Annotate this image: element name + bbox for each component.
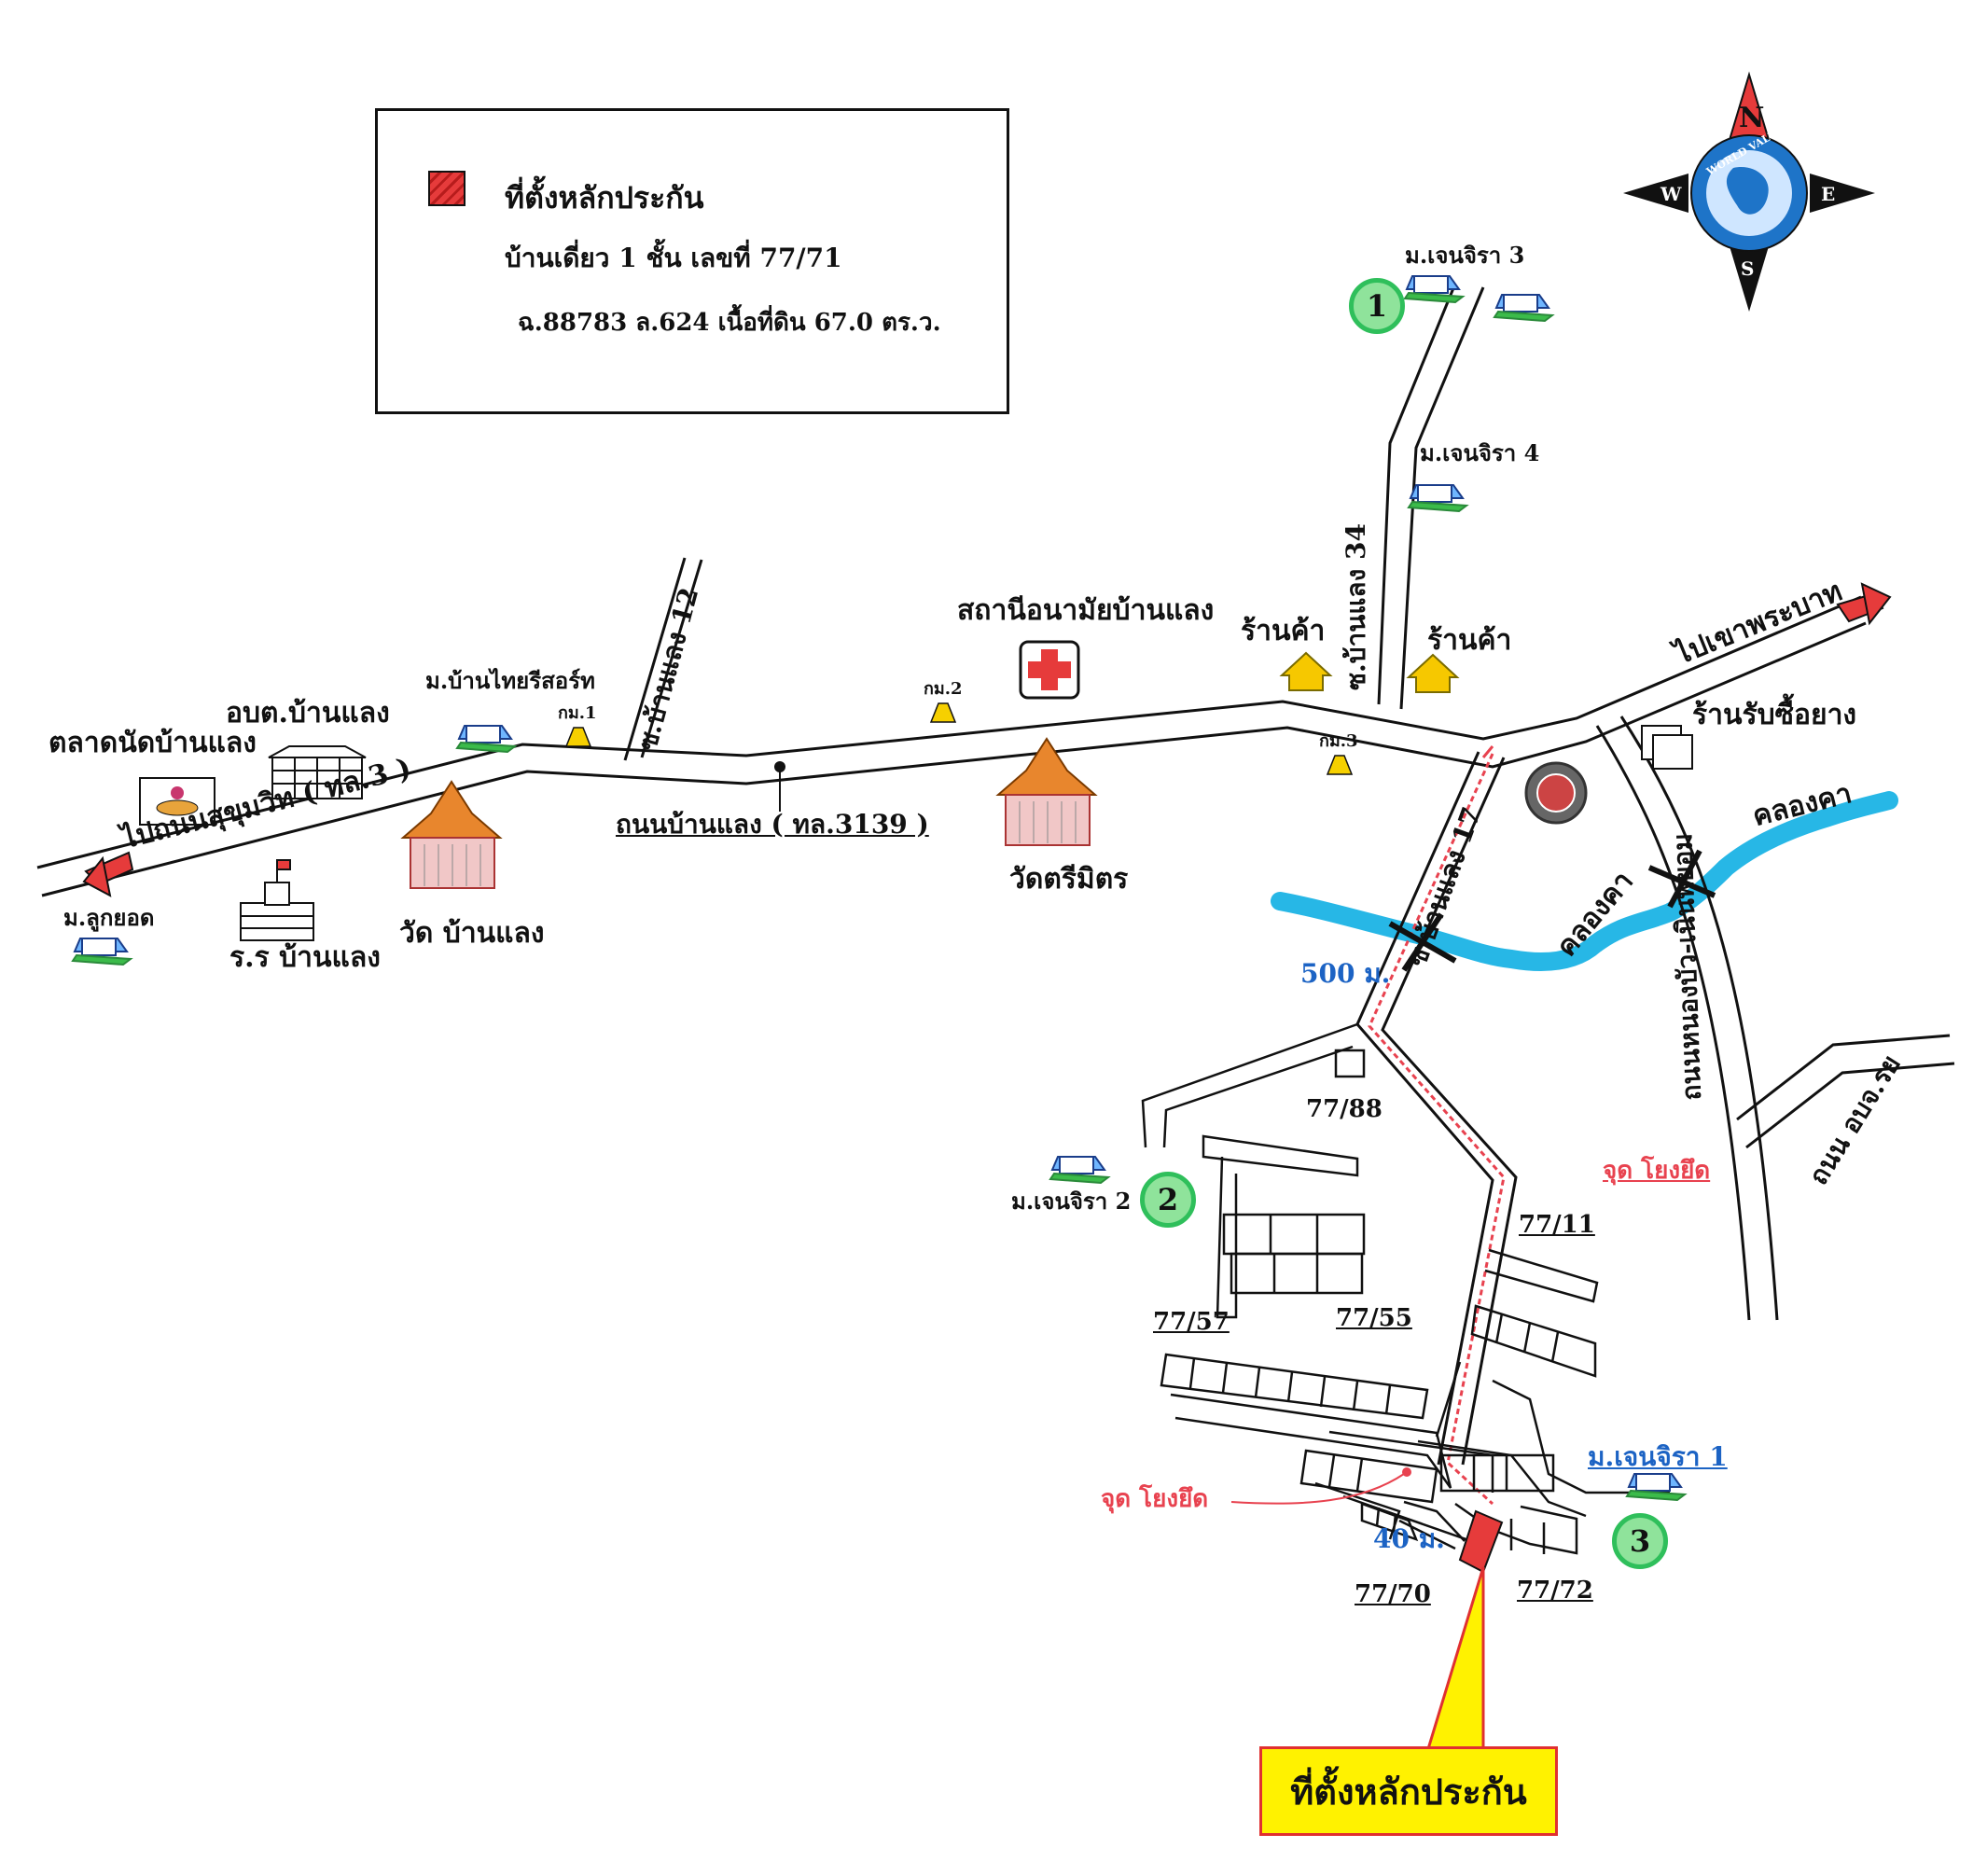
legend-house-info: บ้านเดี่ยว 1 ชั้น เลขที่ 77/71 (505, 243, 842, 273)
roundabout-emblem (1524, 761, 1588, 825)
property-77-71 (1458, 1509, 1504, 1574)
rubber-shop-icon (1641, 725, 1693, 770)
callout-pointer (1424, 1566, 1485, 1754)
plot-77-57-label: 77/57 (1153, 1308, 1230, 1336)
temple-ban-laeng-icon (400, 780, 503, 889)
village-jenjira4-label: ม.เจนจิรา 4 (1420, 439, 1540, 466)
subdivision-east (1360, 1248, 1670, 1555)
road-nongbua-noenphayom (1595, 716, 1779, 1321)
village-jenjira3-label: ม.เจนจิรา 3 (1405, 242, 1525, 269)
marker-1: 1 (1349, 278, 1405, 334)
map-legend: ที่ตั้งหลักประกัน บ้านเดี่ยว 1 ชั้น เลขท… (375, 108, 1009, 414)
reference-point-label-1: จุด โยงยึด (1603, 1157, 1711, 1185)
km1-label: กม.1 (558, 703, 597, 723)
reference-point-label-2: จุด โยงยึด (1101, 1485, 1209, 1513)
reference-point-marker (1230, 745, 1494, 1505)
shop-1-label: ร้านค้า (1241, 615, 1326, 647)
soi-34-label: ซ.บ้านแลง 34 (1341, 523, 1371, 690)
rubber-shop-label: ร้านรับซื้อยาง (1692, 699, 1857, 731)
market-icon (139, 777, 215, 826)
road-obchor (1736, 1034, 1955, 1149)
health-station-icon (1019, 640, 1080, 700)
plot-77-11-label: 77/11 (1519, 1211, 1595, 1239)
village-jenjira1-label: ม.เจนจิรา 1 (1588, 1441, 1728, 1472)
village-jenjira2-label: ม.เจนจิรา 2 (1011, 1188, 1132, 1215)
legend-deed-info: ฉ.88783 ล.624 เนื้อที่ดิน 67.0 ตร.ว. (518, 309, 941, 337)
signpost (774, 761, 785, 812)
road-soi-17 (1355, 751, 1518, 1466)
temple-trimit-icon (995, 737, 1098, 846)
plot-77-88-label: 77/88 (1306, 1095, 1383, 1123)
arrow-to-khao-phrabat (1836, 582, 1892, 626)
km3-label: กม.3 (1319, 731, 1358, 751)
obt-label: อบต.บ้านแลง (226, 697, 390, 730)
marker-2: 2 (1140, 1172, 1196, 1228)
market-label: ตลาดนัดบ้านแลง (49, 727, 257, 759)
school-label: ร.ร บ้านแลง (229, 941, 381, 974)
legend-item-label: ที่ตั้งหลักประกัน (505, 180, 704, 215)
distance-40m-label: 40 ม. (1373, 1523, 1445, 1554)
road-soi-34 (1377, 283, 1485, 710)
compass-west-label: W (1660, 183, 1682, 205)
compass-east-label: E (1821, 183, 1836, 205)
compass-north-label: N (1739, 102, 1765, 134)
km-marker-icons (564, 702, 1354, 775)
shop-2-label: ร้านค้า (1427, 624, 1512, 657)
main-road-ban-laeng (36, 595, 1867, 897)
temple-ban-laeng-label: วัด บ้านแลง (399, 917, 545, 950)
road-soi-12 (623, 557, 703, 761)
property-swatch-icon (428, 171, 465, 206)
compass-south-label: S (1741, 257, 1755, 280)
subdivision-blocks (1141, 1022, 1494, 1550)
marker-3: 3 (1612, 1513, 1668, 1569)
bridge-soi17 (1388, 912, 1457, 972)
temple-trimit-label: วัดตรีมิตร (1009, 863, 1129, 896)
school-icon (240, 859, 314, 941)
km2-label: กม.2 (924, 679, 963, 699)
obt-building-icon (268, 745, 367, 799)
bridge-nongbua (1647, 849, 1716, 909)
main-road-label: ถนนบ้านแลง ( ทล.3139 ) (616, 809, 929, 840)
compass-rose (1623, 71, 1875, 312)
plot-77-72-label: 77/72 (1517, 1577, 1593, 1605)
property-callout: ที่ตั้งหลักประกัน (1259, 1746, 1558, 1836)
plot-77-55-label: 77/55 (1336, 1304, 1412, 1332)
plot-77-70-label: 77/70 (1355, 1580, 1431, 1608)
canal-khlong-kha (1271, 791, 1898, 972)
village-house-icons (71, 275, 1688, 1502)
health-station-label: สถานีอนามัยบ้านแลง (957, 594, 1215, 627)
village-thaiyresort-label: ม.บ้านไทยรีสอร์ท (425, 667, 595, 694)
village-lukyod-label: ม.ลูกยอด (63, 904, 155, 931)
arrow-to-sukhumvit (82, 851, 134, 897)
shop-icons (1279, 651, 1460, 693)
distance-500m-label: 500 ม. (1300, 958, 1391, 989)
